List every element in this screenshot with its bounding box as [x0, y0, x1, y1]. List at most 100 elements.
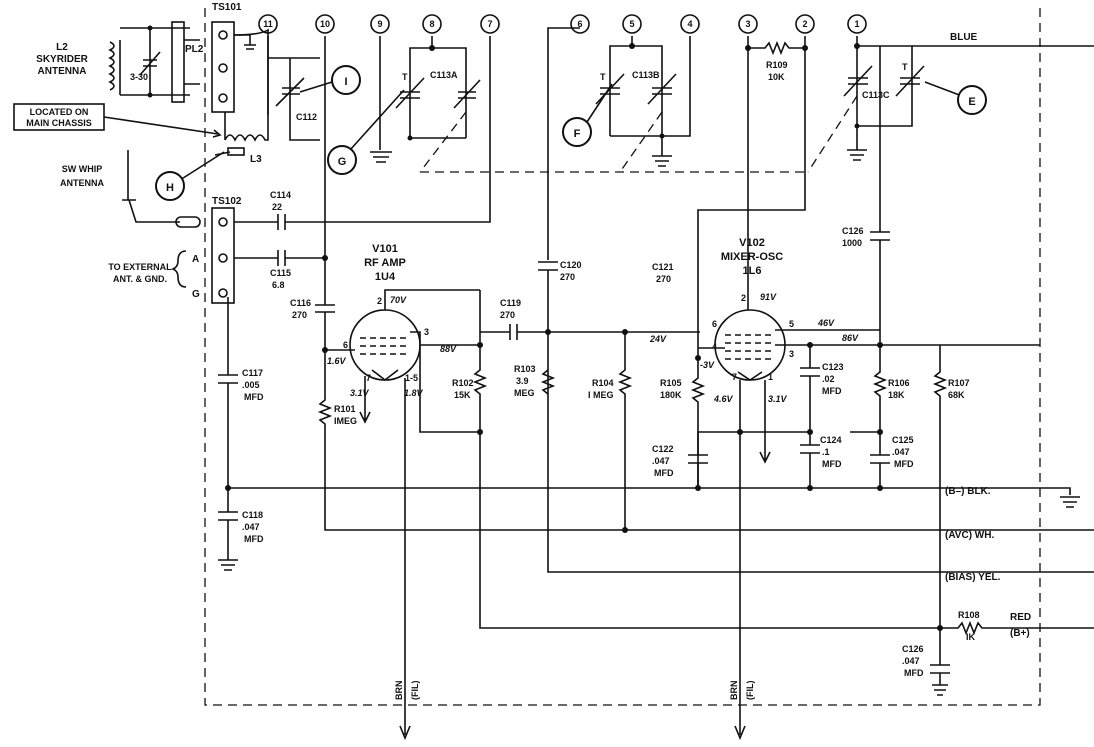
svg-text:T: T — [600, 72, 606, 82]
svg-text:18K: 18K — [888, 390, 905, 400]
svg-text:.047: .047 — [652, 456, 670, 466]
svg-text:6.8: 6.8 — [272, 280, 285, 290]
svg-text:270: 270 — [560, 272, 575, 282]
svg-text:MFD: MFD — [244, 392, 264, 402]
svg-text:9: 9 — [377, 19, 382, 29]
svg-text:MEG: MEG — [514, 388, 535, 398]
svg-text:1U4: 1U4 — [375, 271, 396, 283]
l2-coil — [108, 40, 121, 95]
svg-text:4: 4 — [712, 342, 717, 352]
c113a-trimmer — [395, 77, 481, 109]
svg-text:R101: R101 — [334, 404, 356, 414]
svg-text:ANTENNA: ANTENNA — [38, 66, 87, 77]
svg-text:C118: C118 — [242, 510, 263, 520]
svg-text:MFD: MFD — [894, 459, 914, 469]
svg-text:MFD: MFD — [904, 668, 924, 678]
svg-text:A: A — [192, 254, 199, 265]
svg-text:4: 4 — [687, 19, 692, 29]
svg-text:1.8V: 1.8V — [404, 388, 424, 398]
svg-text:H: H — [166, 182, 174, 194]
svg-text:.005: .005 — [242, 380, 260, 390]
svg-text:180K: 180K — [660, 390, 682, 400]
svg-text:2: 2 — [377, 296, 382, 306]
svg-text:TO EXTERNAL: TO EXTERNAL — [108, 262, 172, 272]
svg-text:(B+): (B+) — [1010, 628, 1030, 639]
svg-text:10K: 10K — [768, 72, 785, 82]
ts102-terminal-strip — [170, 207, 235, 304]
svg-text:.047: .047 — [892, 447, 910, 457]
svg-text:BRN: BRN — [394, 681, 404, 701]
svg-text:(BIAS) YEL.: (BIAS) YEL. — [945, 572, 1001, 583]
svg-text:MFD: MFD — [244, 534, 264, 544]
svg-text:ANT. & GND.: ANT. & GND. — [113, 274, 167, 284]
svg-text:10: 10 — [320, 19, 330, 29]
l3-coil — [214, 112, 269, 156]
svg-text:3.1V: 3.1V — [350, 388, 370, 398]
svg-text:F: F — [574, 128, 581, 140]
svg-text:C123: C123 — [822, 362, 844, 372]
svg-text:24V: 24V — [649, 334, 667, 344]
svg-text:IMEG: IMEG — [334, 416, 357, 426]
svg-text:R107: R107 — [948, 378, 970, 388]
svg-text:3-30: 3-30 — [130, 72, 148, 82]
svg-text:3.1V: 3.1V — [768, 394, 788, 404]
svg-text:C116: C116 — [290, 298, 311, 308]
svg-text:-3V: -3V — [700, 360, 715, 370]
svg-text:.047: .047 — [902, 656, 920, 666]
svg-text:SKYRIDER: SKYRIDER — [36, 54, 88, 65]
svg-text:8: 8 — [429, 19, 434, 29]
svg-text:C126: C126 — [842, 226, 864, 236]
ts101-label: TS101 — [212, 2, 242, 13]
sw-whip-antenna — [122, 150, 201, 228]
svg-text:V102: V102 — [739, 237, 765, 249]
svg-text:C117: C117 — [242, 368, 263, 378]
main-chassis-note — [13, 103, 222, 138]
svg-text:RF AMP: RF AMP — [364, 257, 406, 269]
svg-text:15K: 15K — [454, 390, 471, 400]
svg-text:2: 2 — [802, 19, 807, 29]
svg-text:1-5: 1-5 — [405, 373, 418, 383]
svg-text:5: 5 — [789, 319, 794, 329]
svg-text:C114: C114 — [270, 190, 291, 200]
ts101-terminal-strip — [211, 21, 269, 115]
svg-text:L3: L3 — [250, 154, 262, 165]
svg-text:R105: R105 — [660, 378, 682, 388]
svg-text:3: 3 — [424, 327, 429, 337]
svg-text:I: I — [344, 76, 347, 88]
svg-text:LOCATED ON: LOCATED ON — [30, 107, 89, 117]
svg-text:6: 6 — [577, 19, 582, 29]
chassis-boundary — [204, 8, 1041, 706]
callout-h: H — [155, 151, 225, 201]
svg-text:22: 22 — [272, 202, 282, 212]
svg-text:C122: C122 — [652, 444, 674, 454]
svg-text:BLUE: BLUE — [950, 32, 978, 43]
c113c-trimmer — [843, 65, 925, 97]
l2-antenna-assembly — [108, 21, 200, 103]
svg-text:V101: V101 — [372, 243, 398, 255]
svg-text:C115: C115 — [270, 268, 291, 278]
callout-g: G — [327, 89, 405, 175]
svg-text:270: 270 — [656, 274, 671, 284]
svg-text:270: 270 — [292, 310, 307, 320]
svg-text:(B–) BLK.: (B–) BLK. — [945, 486, 991, 497]
svg-text:1000: 1000 — [842, 238, 862, 248]
svg-text:70V: 70V — [390, 295, 407, 305]
svg-text:T: T — [402, 72, 408, 82]
svg-text:C113B: C113B — [632, 70, 660, 80]
svg-text:1.6V: 1.6V — [327, 356, 347, 366]
svg-text:E: E — [968, 96, 975, 108]
svg-text:PL2: PL2 — [185, 44, 204, 55]
svg-text:.1: .1 — [822, 447, 830, 457]
c112-trimmer — [275, 77, 305, 107]
callout-f: F — [562, 83, 613, 147]
svg-text:I MEG: I MEG — [588, 390, 614, 400]
svg-text:3: 3 — [789, 349, 794, 359]
svg-text:R103: R103 — [514, 364, 536, 374]
svg-text:.02: .02 — [822, 374, 835, 384]
svg-text:G: G — [338, 156, 347, 168]
svg-text:4.6V: 4.6V — [713, 394, 734, 404]
v102-tube — [697, 275, 1040, 741]
svg-text:T: T — [902, 62, 908, 72]
callout-e: E — [924, 81, 987, 115]
